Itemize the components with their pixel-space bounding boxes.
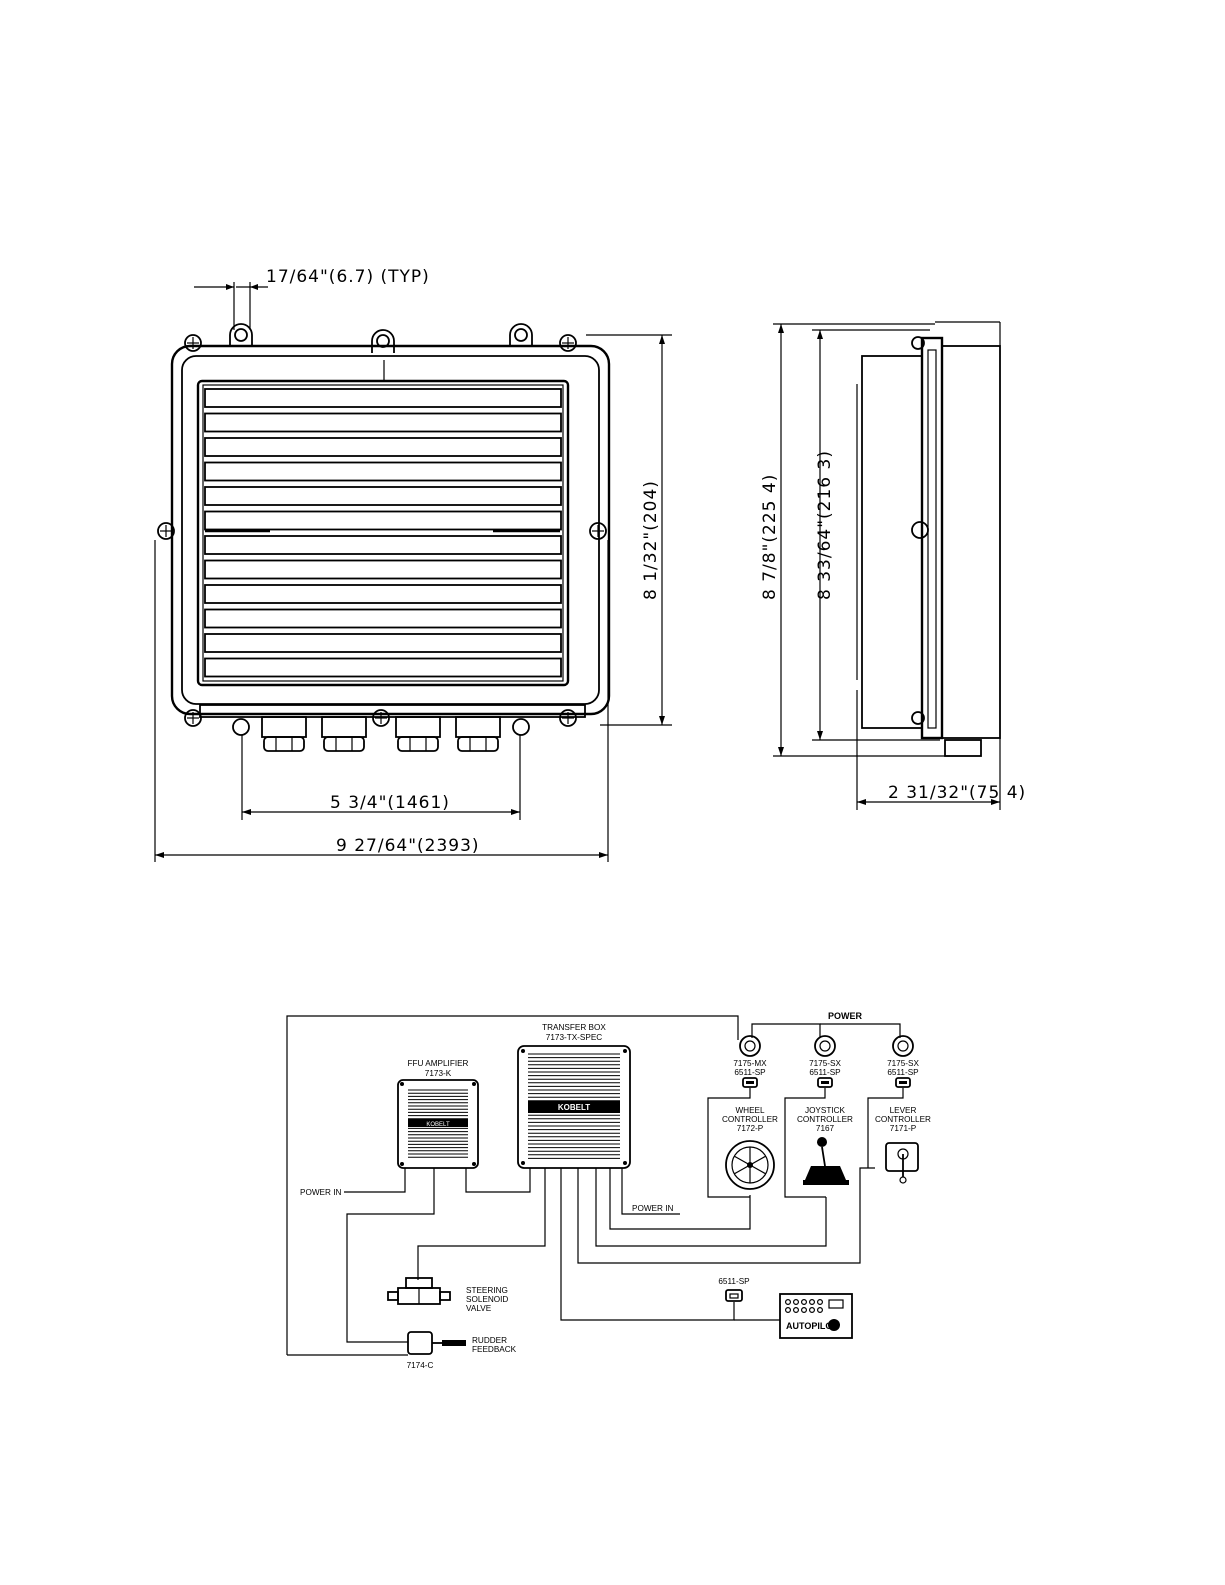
valve-l3: VALVE [466,1304,492,1313]
solenoid-valve-icon [387,1277,451,1305]
dimension-bottom-inner: 5 3/4"(1461) [241,735,521,820]
joystick-controller-icon [803,1137,849,1185]
lever-l1: LEVER [890,1106,917,1115]
dim-bottom-inner-label: 5 3/4"(1461) [330,793,450,813]
switch2-part: 7175-SX [809,1059,841,1068]
rudder-l2: FEEDBACK [472,1345,517,1354]
dim-side-depth-label: 2 31/32"(75 4) [888,783,1026,803]
transfer-box-brand: KOBELT [558,1103,590,1112]
wiring-diagram: POWER KOBELT TRANSFER BOX 7173-TX-SPEC K… [286,1011,931,1370]
louver-slats [204,388,562,678]
switch1-sp: 6511-SP [734,1068,766,1077]
power-label: POWER [828,1011,863,1021]
switch3-part: 7175-SX [887,1059,919,1068]
dim-height-label: 8 1/32"(204) [641,480,661,600]
dimension-bottom-outer: 9 27/64"(2393) [154,540,609,862]
rudder-part: 7174-C [407,1361,434,1370]
dimension-side-inner: 8 33/64"(216 3) [812,329,940,741]
dim-bottom-outer-label: 9 27/64"(2393) [336,836,480,856]
switch1-part: 7175-MX [733,1059,767,1068]
lever-controller-icon [885,1142,919,1184]
dim-side-inner-label: 8 33/64"(216 3) [815,450,835,600]
joystick-l2: CONTROLLER [797,1115,853,1124]
dimension-height: 8 1/32"(204) [586,334,672,726]
lever-l2: CONTROLLER [875,1115,931,1124]
power-in-center: POWER IN [632,1204,673,1213]
switch2-sp: 6511-SP [809,1068,841,1077]
rudder-l1: RUDDER [472,1336,507,1345]
ffu-part: 7173-K [425,1069,452,1078]
ffu-amplifier [397,1079,479,1169]
ffu-title: FFU AMPLIFIER [408,1059,469,1068]
transfer-box-title: TRANSFER BOX [542,1023,606,1032]
valve-l1: STEERING [466,1286,508,1295]
dim-side-outer-label: 8 7/8"(225 4) [760,474,780,600]
joystick-l3: 7167 [816,1124,835,1133]
valve-l2: SOLENOID [466,1295,508,1304]
autopilot-label: AUTOPILOT [786,1321,838,1331]
transfer-box [517,1045,631,1169]
joystick-l1: JOYSTICK [805,1106,846,1115]
autopilot-icon [779,1293,853,1339]
autopilot-sp: 6511-SP [718,1277,750,1286]
power-in-left: POWER IN [300,1188,341,1197]
ffu-brand: KOBELT [426,1122,450,1128]
wheel-controller-icon [725,1140,775,1190]
switch3-sp: 6511-SP [887,1068,919,1077]
wheel-l3: 7172-P [737,1124,764,1133]
dimension-side-outer: 8 7/8"(225 4) [760,323,950,757]
enclosure-side-view [856,321,1001,757]
wheel-l1: WHEEL [735,1106,765,1115]
dim-typ-label: 17/64"(6.7) (TYP) [266,267,430,287]
enclosure-front-view [157,323,611,752]
dimension-typ: 17/64"(6.7) (TYP) [194,267,430,330]
dimension-side-depth: 2 31/32"(75 4) [856,690,1026,810]
transfer-box-part: 7173-TX-SPEC [546,1033,603,1042]
wheel-l2: CONTROLLER [722,1115,778,1124]
lever-l3: 7171-P [890,1124,917,1133]
rudder-feedback-icon [407,1331,466,1355]
